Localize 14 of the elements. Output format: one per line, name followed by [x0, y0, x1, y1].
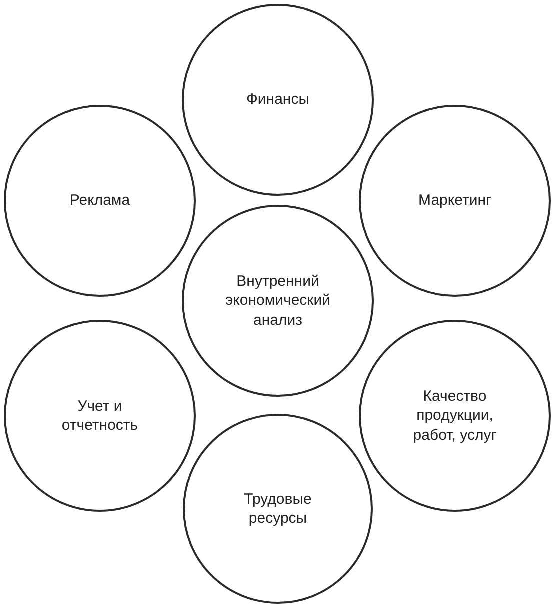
circle-node: [182, 205, 374, 397]
circle-node: [182, 4, 374, 196]
node-label: Реклама: [70, 191, 130, 211]
circle-node: [4, 320, 196, 512]
node-label: Внутренний экономический анализ: [224, 272, 332, 330]
circle-node: [359, 105, 551, 297]
node-label: Маркетинг: [418, 191, 492, 211]
circle-node: [359, 320, 551, 512]
node-label: Учет и отчетность: [60, 396, 140, 436]
node-label: Финансы: [246, 90, 310, 110]
circle-node: [183, 414, 373, 604]
circle-node: [4, 105, 196, 297]
node-label: Трудовые ресурсы: [243, 490, 313, 528]
node-label: Качество продукции, работ, услуг: [412, 386, 498, 446]
